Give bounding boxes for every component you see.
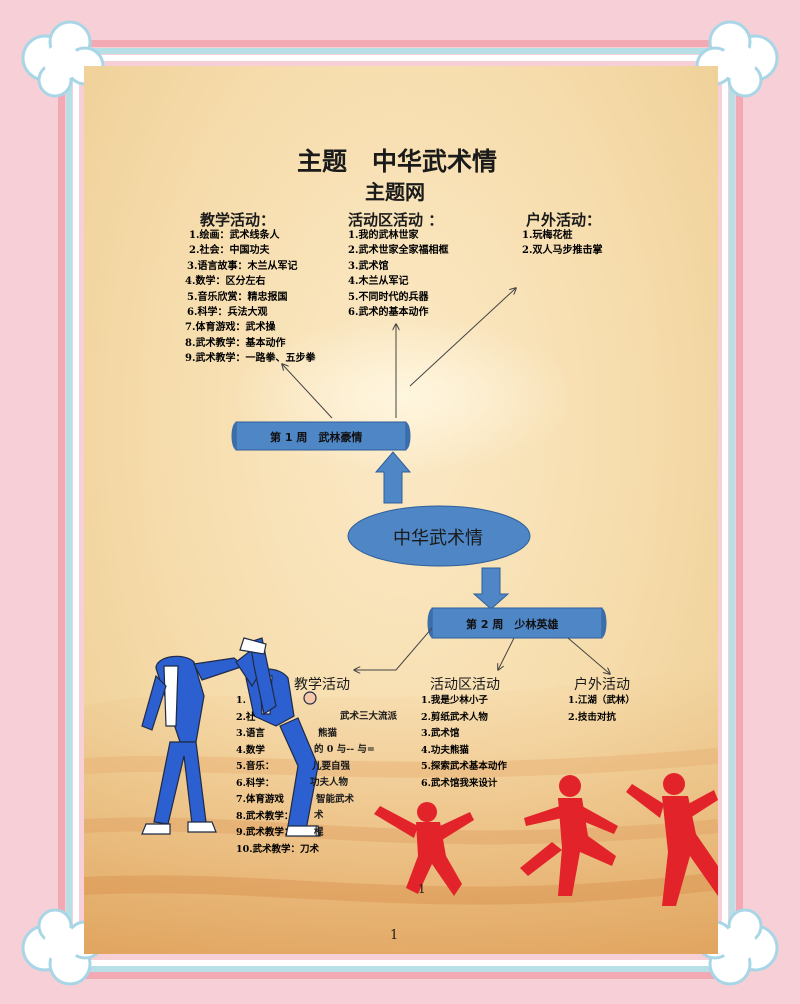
list-item: 8.武术教学：基本动作 [185, 337, 286, 349]
week2-banner-shape [427, 607, 607, 639]
list-item: 2.技击对抗 [568, 711, 616, 723]
page-title: 主题 中华武术情 [297, 147, 498, 176]
list-item: 10.武术教学：刀术 [236, 843, 320, 855]
week1-banner-shape [231, 421, 411, 451]
list-item: 2.社 [236, 711, 256, 723]
list-item: 5.不同时代的兵器 [348, 291, 429, 303]
teaching-fragment: 棍 [314, 827, 324, 838]
list-item: 7.体育游戏 [236, 794, 284, 805]
teaching-fragment: 武术三大流派 [340, 711, 398, 722]
week1-outdoor-heading: 户外活动： [526, 211, 602, 229]
list-item: 7.体育游戏：武术操 [185, 322, 276, 334]
list-item: 3.语言故事：木兰从军记 [187, 260, 298, 272]
list-item: 6.武术馆我来设计 [421, 777, 498, 789]
list-item: 3.语言 [236, 728, 265, 739]
week1-teaching-heading: 教学活动： [200, 211, 276, 229]
week1-banner: 第 1 周 武林豪情 [270, 431, 363, 444]
subtitle: 主题网 [365, 180, 425, 204]
week1-teaching-list: 1.绘画：武术线条人 2.社会：中国功夫 3.语言故事：木兰从军记 4.数学：区… [185, 228, 315, 367]
center-oval [347, 505, 531, 567]
page-number-upper: 1 [418, 882, 426, 896]
list-item: 2.社会：中国功夫 [189, 245, 270, 257]
list-item: 6.科学： [236, 777, 275, 789]
week2-outdoor-heading: 户外活动 [574, 677, 630, 693]
week2-teaching-heading: 教学活动 [294, 677, 350, 693]
list-item: 4.数学 [236, 744, 265, 756]
list-item: 5.音乐： [236, 761, 275, 772]
list-item: 4.数学：区分左右 [185, 276, 266, 288]
week1-area-heading: 活动区活动 ： [348, 211, 444, 229]
list-item: 3.武术馆 [348, 260, 389, 272]
center-theme: 中华武术情 [393, 528, 483, 549]
week2-area-heading: 活动区活动 [430, 677, 500, 693]
list-item: 8.武术教学： [236, 810, 294, 822]
list-item: 1.绘画：武术线条人 [189, 230, 280, 241]
list-item: 1.我是少林小子 [421, 695, 488, 706]
list-item: 2.双人马步推击掌 [522, 245, 603, 257]
list-item: 6.科学：兵法大观 [187, 307, 268, 319]
list-item: 3.武术馆 [421, 728, 460, 739]
teaching-fragment: 熊猫 [318, 728, 338, 739]
week1-area-list: 1.我的武林世家 2.武术世家全家福相框 3.武术馆 4.木兰从军记 5.不同时… [348, 228, 448, 320]
down-arrow [472, 567, 510, 610]
list-item: 5.探索武术基本动作 [421, 761, 507, 772]
up-arrow [374, 451, 412, 504]
week2-outdoor-list: 1.江湖（武林） 2.技击对抗 [568, 693, 635, 726]
paper-sheet: 主题 中华武术情 主题网 教学活动： 活动区活动 ： 户外活动： 1.绘画：武术… [84, 66, 718, 954]
diagram-graphics [84, 66, 718, 954]
list-item: 9.武术教学： [236, 827, 294, 838]
list-item: 5.音乐欣赏：精忠报国 [187, 291, 288, 303]
page-number: 1 [390, 928, 399, 943]
week1-outdoor-list: 1.玩梅花桩 2.双人马步推击掌 [522, 228, 602, 259]
list-item: 6.武术的基本动作 [348, 307, 429, 319]
list-item: 1.我的武林世家 [348, 230, 419, 241]
red-silhouettes [374, 773, 718, 906]
list-item: 4.功夫熊猫 [421, 744, 469, 756]
list-item: 1. [236, 695, 246, 706]
teaching-fragment: 的 0 与-- 与= [314, 744, 375, 755]
list-item: 1.江湖（武林） [568, 695, 635, 706]
week2-area-list: 1.我是少林小子 2.剪纸武术人物 3.武术馆 4.功夫熊猫 5.探索武术基本动… [421, 693, 507, 792]
list-item: 4.木兰从军记 [348, 276, 409, 288]
teaching-fragment: 功夫人物 [310, 777, 349, 788]
list-item: 9.武术教学：一路拳、五步拳 [185, 353, 316, 365]
week2-banner: 第 2 周 少林英雄 [466, 618, 559, 631]
week2-teaching-list: 1. 2.社 3.语言 4.数学 5.音乐： 6.科学： 7.体育游戏 8.武术… [236, 693, 319, 858]
list-item: 1.玩梅花桩 [522, 230, 573, 241]
list-item: 2.武术世家全家福相框 [348, 245, 449, 257]
teaching-fragment: 术 [314, 810, 324, 821]
tracksuit-children [141, 637, 321, 837]
teaching-fragment: 儿要自强 [312, 761, 351, 772]
teaching-fragment: 智能武术 [316, 794, 355, 805]
list-item: 2.剪纸武术人物 [421, 711, 488, 723]
